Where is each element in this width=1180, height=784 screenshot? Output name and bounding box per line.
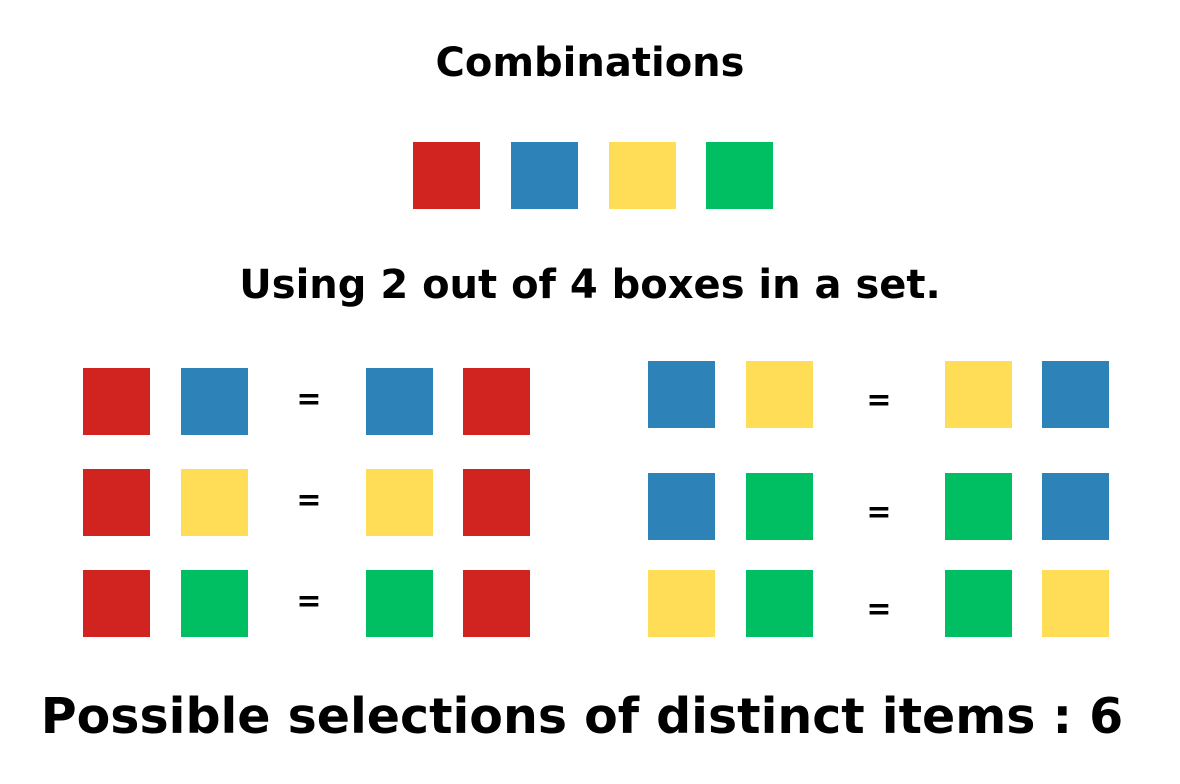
yellow-box — [609, 142, 676, 209]
red-box — [83, 570, 150, 637]
red-box — [83, 469, 150, 536]
blue-box — [1042, 473, 1109, 540]
green-box — [366, 570, 433, 637]
red-box — [463, 368, 530, 435]
red-box — [413, 142, 480, 209]
blue-box — [511, 142, 578, 209]
diagram-subtitle: Using 2 out of 4 boxes in a set. — [239, 262, 941, 308]
blue-box — [648, 473, 715, 540]
yellow-box — [181, 469, 248, 536]
equals-sign: = — [866, 495, 892, 530]
equals-sign: = — [296, 584, 322, 619]
green-box — [746, 570, 813, 637]
diagram-title: Combinations — [435, 40, 745, 86]
red-box — [463, 469, 530, 536]
yellow-box — [945, 361, 1012, 428]
equals-sign: = — [296, 382, 322, 417]
result-summary: Possible selections of distinct items : … — [40, 688, 1124, 745]
green-box — [706, 142, 773, 209]
yellow-box — [366, 469, 433, 536]
red-box — [83, 368, 150, 435]
red-box — [463, 570, 530, 637]
equals-sign: = — [866, 592, 892, 627]
yellow-box — [746, 361, 813, 428]
yellow-box — [1042, 570, 1109, 637]
blue-box — [181, 368, 248, 435]
green-box — [181, 570, 248, 637]
yellow-box — [648, 570, 715, 637]
blue-box — [648, 361, 715, 428]
equals-sign: = — [296, 483, 322, 518]
equals-sign: = — [866, 383, 892, 418]
green-box — [945, 473, 1012, 540]
green-box — [746, 473, 813, 540]
blue-box — [366, 368, 433, 435]
green-box — [945, 570, 1012, 637]
blue-box — [1042, 361, 1109, 428]
